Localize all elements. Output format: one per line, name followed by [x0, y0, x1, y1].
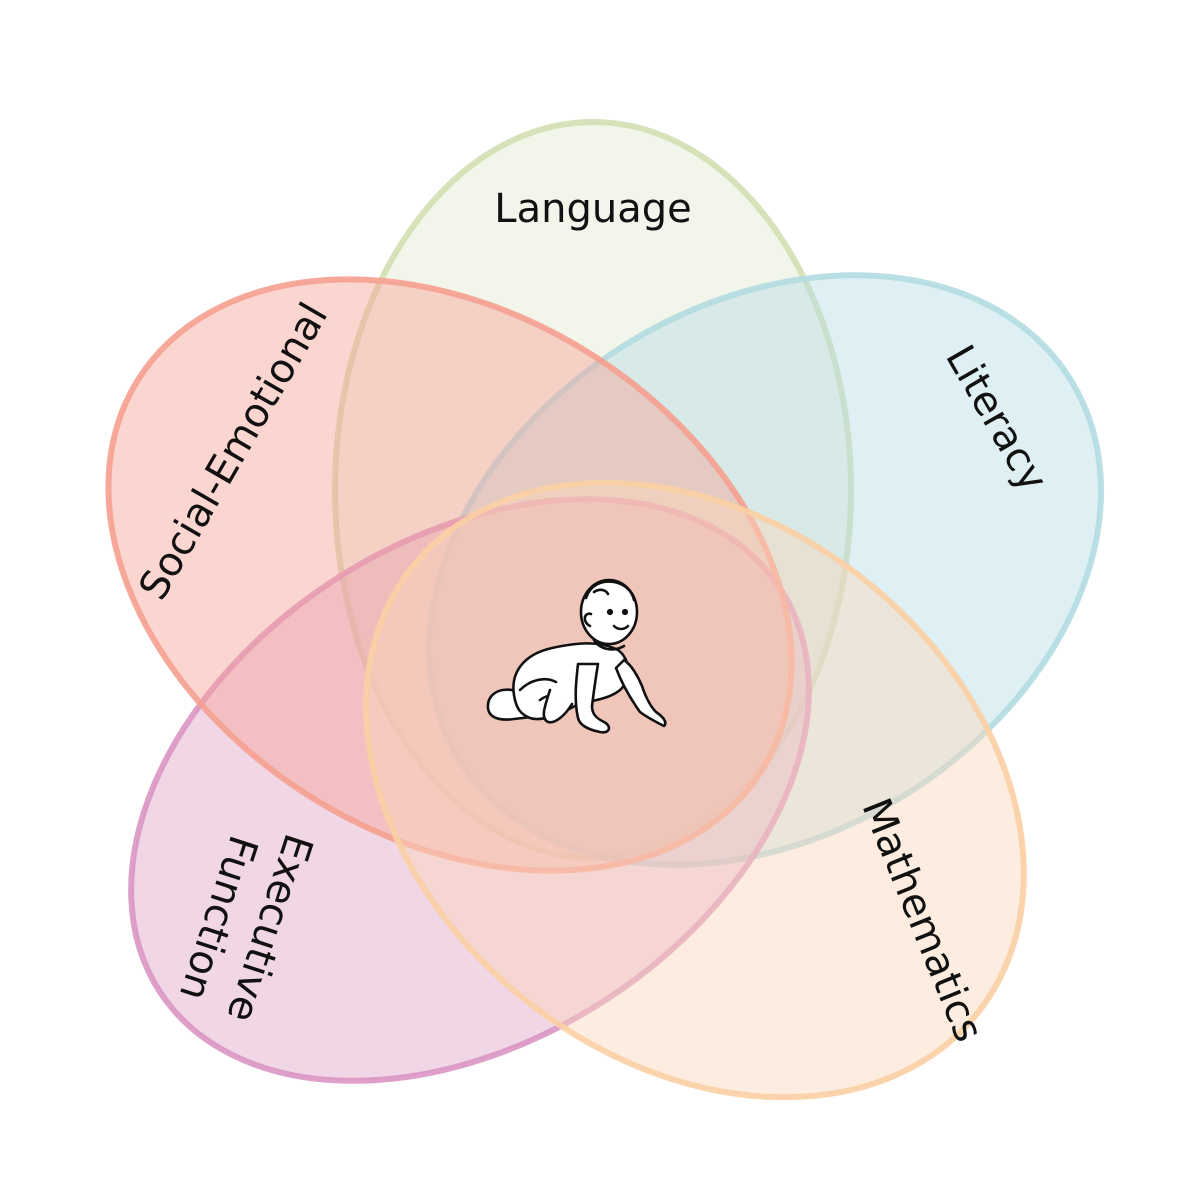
social-emotional-petal — [105, 276, 795, 874]
language-petal — [332, 119, 854, 861]
language-label: Language — [494, 186, 691, 232]
crawling-baby-icon — [486, 578, 667, 734]
mathematics-petal — [363, 479, 1027, 1101]
